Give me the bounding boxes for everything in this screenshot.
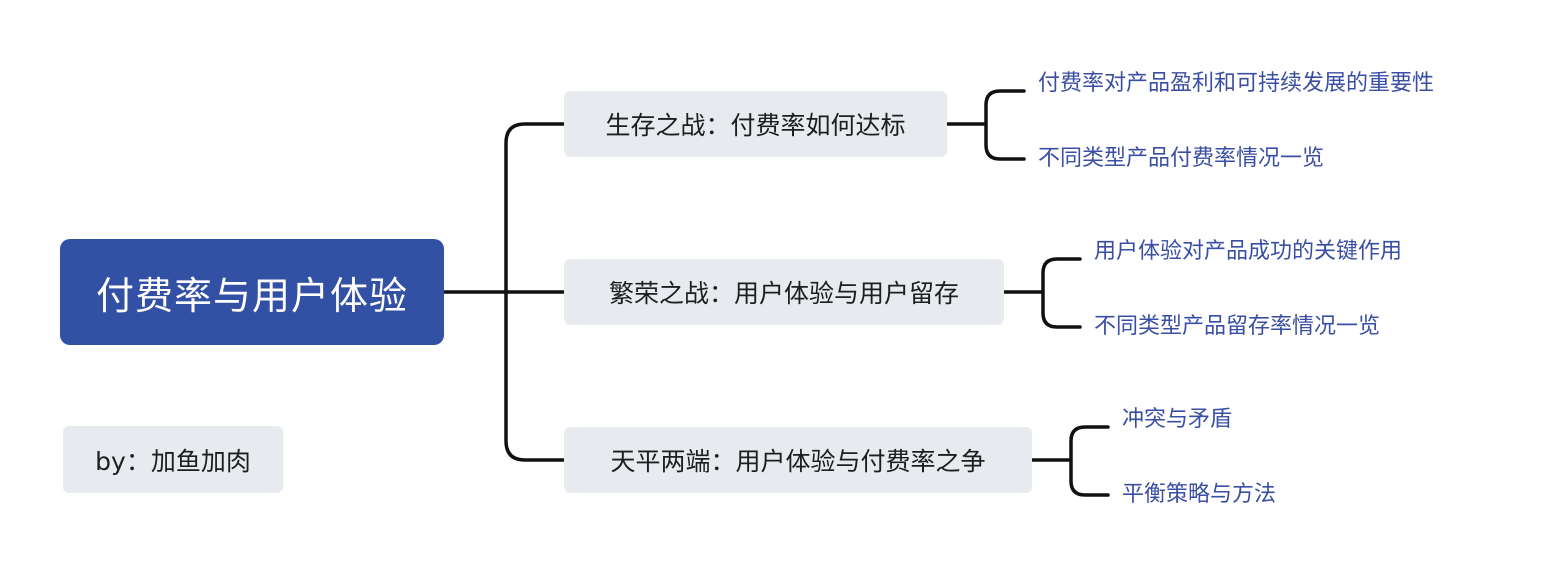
- branch-node-prosperity[interactable]: 繁荣之战：用户体验与用户留存: [564, 259, 1004, 325]
- connector-branch-3-leaves: [1069, 425, 1110, 497]
- author-credit-label: by：加鱼加肉: [95, 446, 251, 476]
- author-credit[interactable]: by：加鱼加肉: [63, 426, 283, 493]
- connector-root-branch-1: [504, 122, 566, 462]
- leaf-node[interactable]: 付费率对产品盈利和可持续发展的重要性: [1038, 71, 1435, 96]
- root-node-label: 付费率与用户体验: [95, 273, 408, 318]
- leaf-node[interactable]: 不同类型产品付费率情况一览: [1038, 146, 1325, 171]
- leaf-node[interactable]: 不同类型产品留存率情况一览: [1094, 314, 1381, 339]
- branch-node-balance[interactable]: 天平两端：用户体验与付费率之争: [564, 427, 1032, 493]
- leaf-node[interactable]: 平衡策略与方法: [1122, 482, 1277, 507]
- connector-branch-2-leaves: [1041, 257, 1082, 329]
- connector-branch-1-leaves: [984, 89, 1026, 161]
- leaf-node[interactable]: 冲突与矛盾: [1122, 407, 1233, 432]
- branch-node-label: 生存之战：付费率如何达标: [605, 111, 906, 140]
- root-node[interactable]: 付费率与用户体验: [60, 239, 444, 345]
- branch-node-survival[interactable]: 生存之战：付费率如何达标: [564, 91, 947, 157]
- branch-node-label: 繁荣之战：用户体验与用户留存: [608, 279, 959, 308]
- branch-node-label: 天平两端：用户体验与付费率之争: [610, 447, 986, 476]
- leaf-node[interactable]: 用户体验对产品成功的关键作用: [1094, 239, 1403, 264]
